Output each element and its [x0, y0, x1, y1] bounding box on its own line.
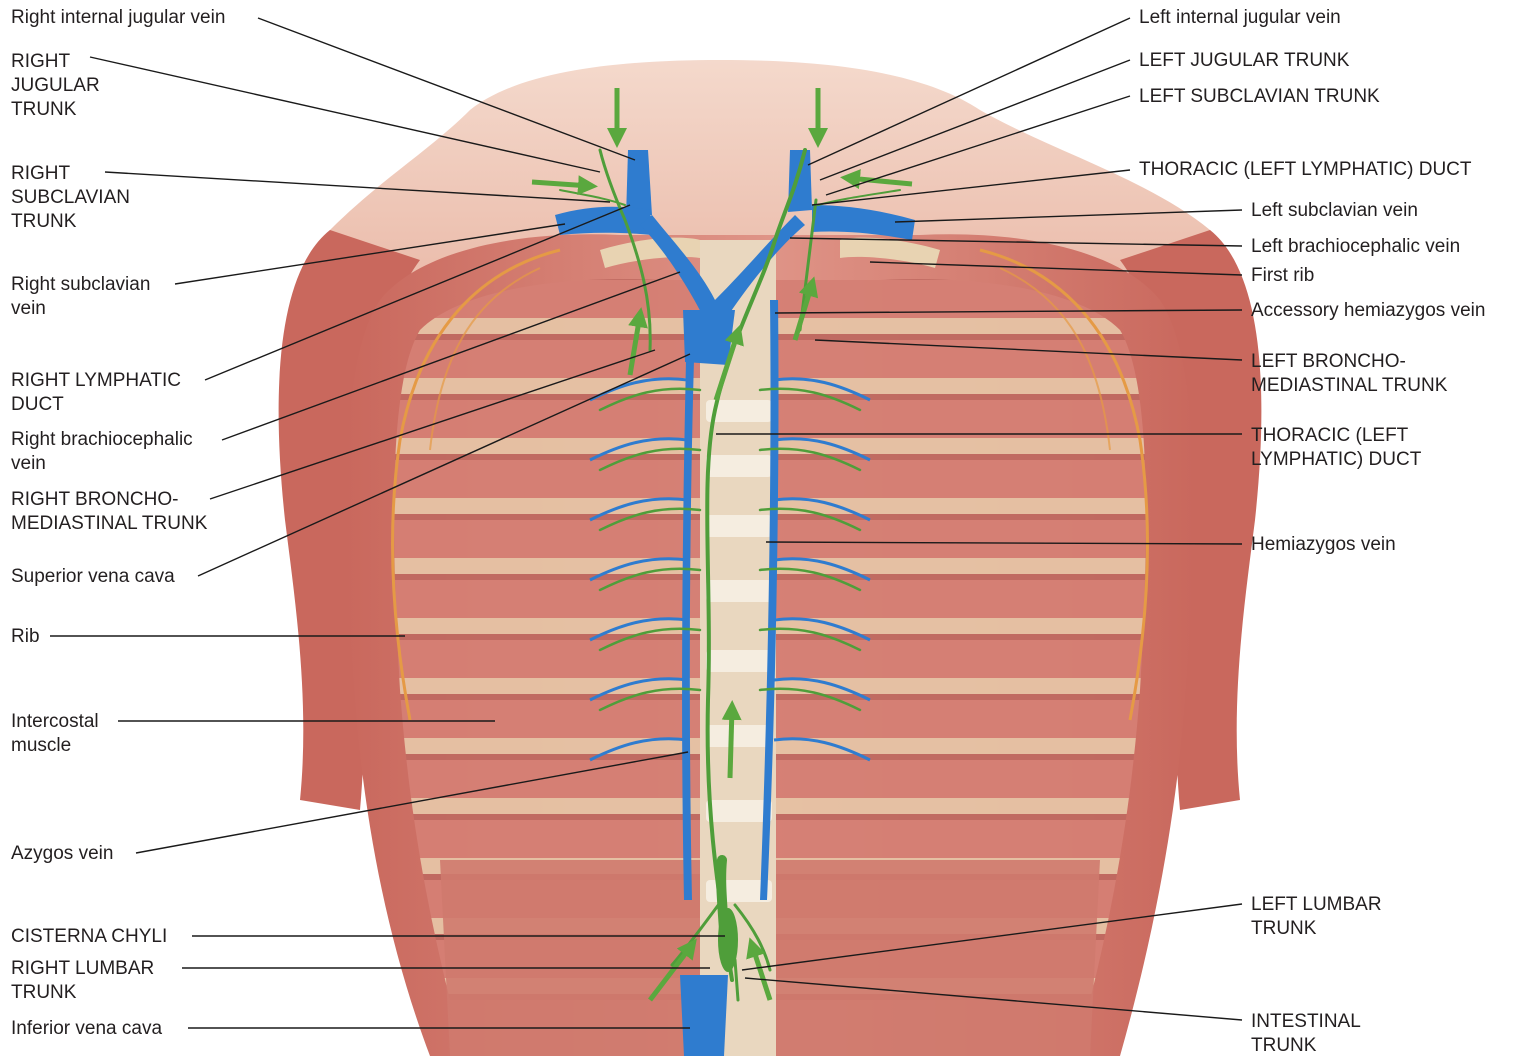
label-right-subclavian-trunk: RIGHT SUBCLAVIAN TRUNK — [11, 162, 130, 234]
label-left-lumbar-trunk: LEFT LUMBAR TRUNK — [1251, 893, 1382, 941]
label-hemiazygos-vein: Hemiazygos vein — [1251, 533, 1396, 557]
label-accessory-hemiazygos-vein: Accessory hemiazygos vein — [1251, 299, 1485, 323]
label-inferior-vena-cava: Inferior vena cava — [11, 1017, 162, 1041]
label-rib: Rib — [11, 625, 40, 649]
label-left-brachiocephalic-vein: Left brachiocephalic vein — [1251, 235, 1460, 259]
label-left-bronchomediastinal-trunk: LEFT BRONCHO- MEDIASTINAL TRUNK — [1251, 350, 1447, 398]
label-thoracic-duct-mid: THORACIC (LEFT LYMPHATIC) DUCT — [1251, 424, 1421, 472]
label-azygos-vein: Azygos vein — [11, 842, 113, 866]
label-left-subclavian-trunk: LEFT SUBCLAVIAN TRUNK — [1139, 85, 1380, 109]
label-right-jugular-trunk: RIGHT JUGULAR TRUNK — [11, 50, 100, 122]
label-cisterna-chyli: CISTERNA CHYLI — [11, 925, 167, 949]
label-superior-vena-cava: Superior vena cava — [11, 565, 175, 589]
label-right-bronchomediastinal-trunk: RIGHT BRONCHO- MEDIASTINAL TRUNK — [11, 488, 207, 536]
label-left-subclavian-vein: Left subclavian vein — [1251, 199, 1418, 223]
label-first-rib: First rib — [1251, 264, 1314, 288]
label-intestinal-trunk: INTESTINAL TRUNK — [1251, 1010, 1361, 1056]
label-right-lumbar-trunk: RIGHT LUMBAR TRUNK — [11, 957, 154, 1005]
label-right-internal-jugular-vein: Right internal jugular vein — [11, 6, 225, 30]
label-left-jugular-trunk: LEFT JUGULAR TRUNK — [1139, 49, 1349, 73]
cisterna-chyli — [718, 908, 738, 972]
label-right-brachiocephalic-vein: Right brachiocephalic vein — [11, 428, 193, 476]
label-thoracic-duct-top: THORACIC (LEFT LYMPHATIC) DUCT — [1139, 158, 1472, 182]
label-right-lymphatic-duct: RIGHT LYMPHATIC DUCT — [11, 369, 181, 417]
label-left-internal-jugular-vein: Left internal jugular vein — [1139, 6, 1341, 30]
label-right-subclavian-vein: Right subclavian vein — [11, 273, 150, 321]
label-intercostal-muscle: Intercostal muscle — [11, 710, 99, 758]
